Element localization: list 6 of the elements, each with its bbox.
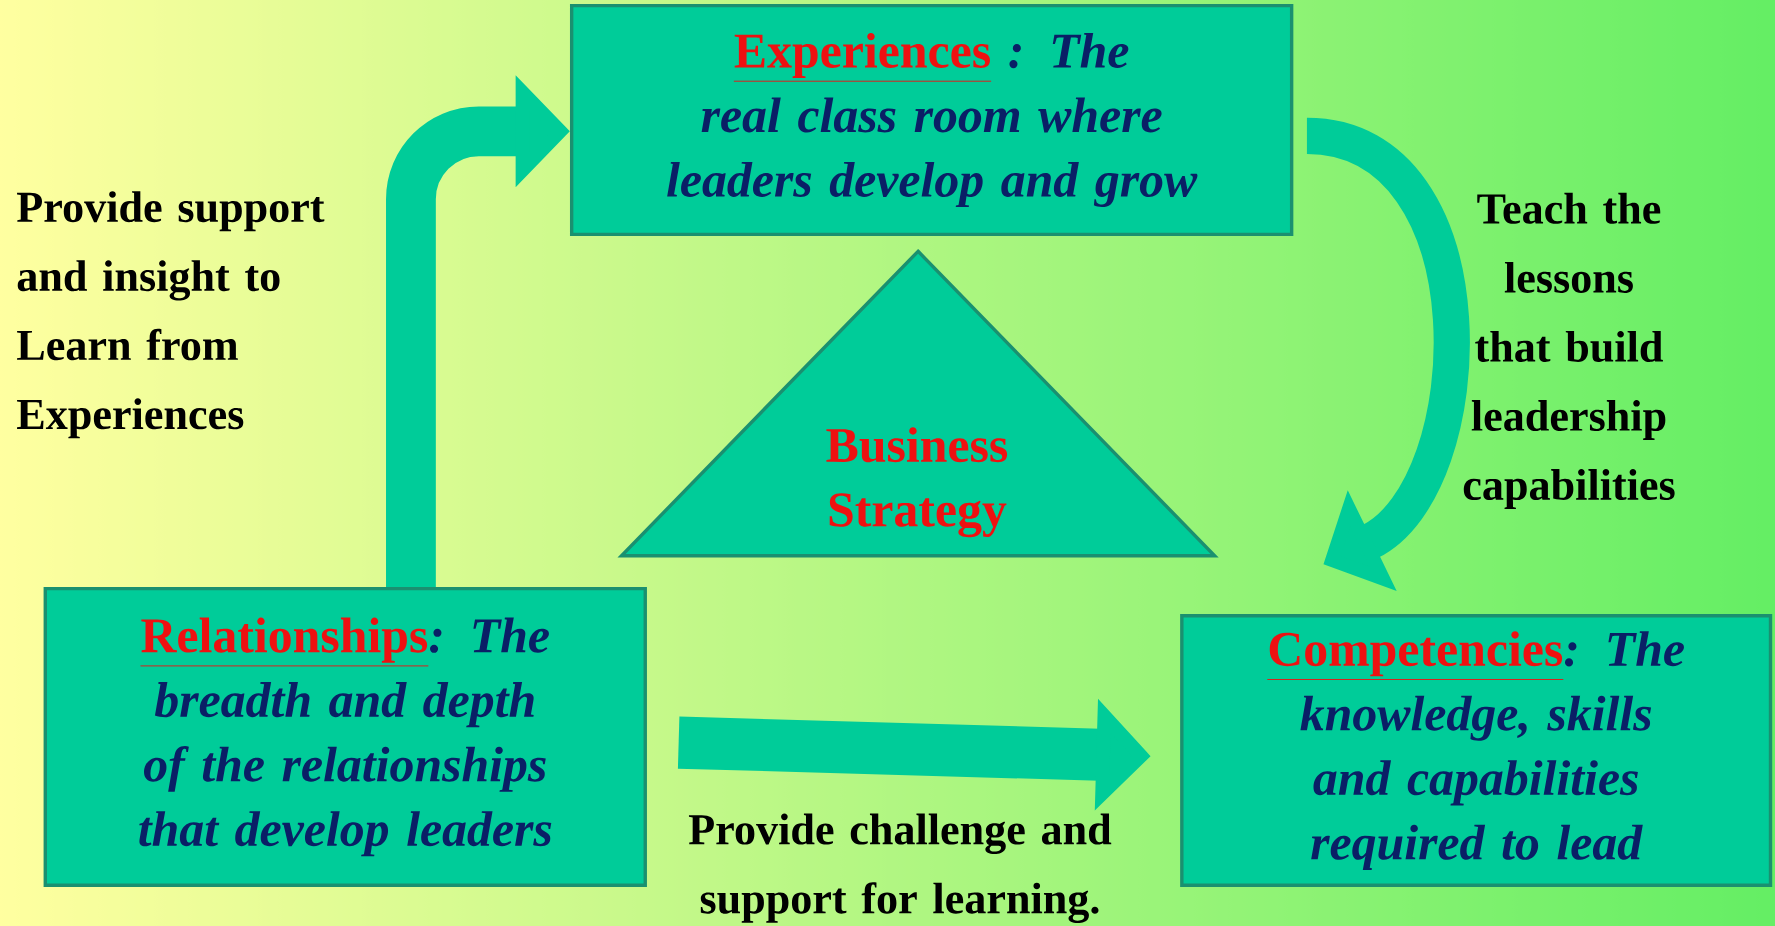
text-box: Competencies: The knowledge, skills and capabilities required to lead	[1180, 614, 1773, 887]
edge-label: Teach the lessons that build leadership capabilities	[1463, 192, 1675, 510]
edge-label: Provide challenge and support for learning.	[688, 813, 1112, 923]
edge-label: Provide support and insight to Learn from Experiences	[17, 191, 325, 439]
text-box: Experiences : The real class room where leaders develop and grow	[569, 3, 1294, 237]
text-box: Relationships: The breadth and depth of the relationships that develop leaders	[43, 586, 647, 887]
